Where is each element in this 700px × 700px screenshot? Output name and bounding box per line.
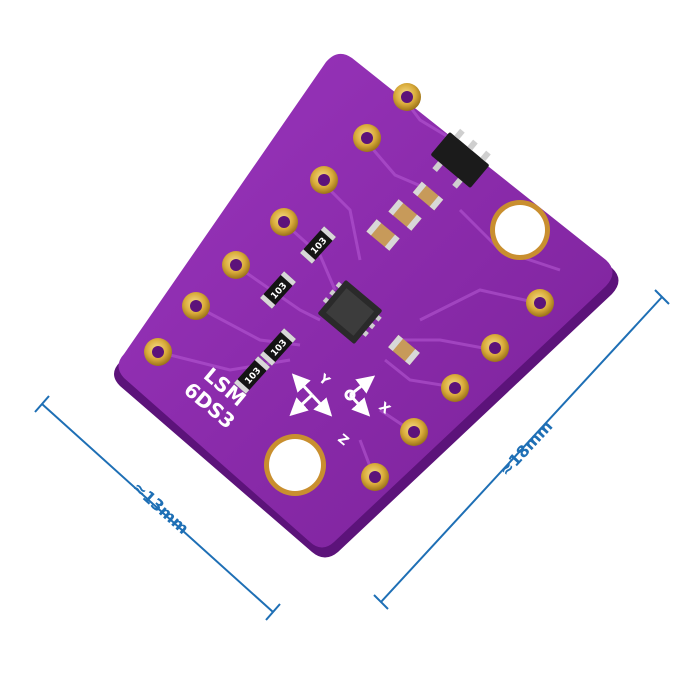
- pin-hole: [408, 426, 420, 438]
- right-pin-pads: [361, 289, 554, 491]
- pin-hole: [230, 259, 242, 271]
- height-dimension-line: [380, 296, 663, 603]
- pin-hole: [152, 346, 164, 358]
- height-dimension-tick-end: [654, 289, 670, 305]
- left-pin-pads: [144, 83, 421, 366]
- pin-hole: [318, 174, 330, 186]
- width-dimension-line: [41, 403, 274, 613]
- mounting-hole: [495, 205, 545, 255]
- width-dimension-tick-end: [265, 603, 281, 621]
- pin-hole: [369, 471, 381, 483]
- regulator-lead: [480, 150, 491, 162]
- voltage-regulator: [431, 128, 491, 189]
- pcb-board: 103 103 103 103: [114, 53, 619, 558]
- pin-hole: [449, 382, 461, 394]
- regulator-lead: [454, 128, 465, 140]
- height-dimension-label: ≈18mm: [495, 417, 556, 480]
- pin-hole: [489, 342, 501, 354]
- pin-hole: [190, 300, 202, 312]
- regulator-lead: [452, 177, 463, 189]
- capacitors: [366, 181, 444, 366]
- width-dimension-label: ≈13mm: [129, 478, 193, 538]
- regulator-body: [431, 132, 489, 188]
- regulator-lead: [467, 139, 478, 151]
- pin-hole: [361, 132, 373, 144]
- width-dimension-tick-start: [34, 395, 50, 413]
- capacitor: [366, 219, 400, 251]
- pin-hole: [534, 297, 546, 309]
- pcb-traces: [157, 99, 561, 478]
- mounting-hole: [269, 439, 321, 491]
- axis-arrows-left: [289, 373, 333, 417]
- pin-hole: [401, 91, 413, 103]
- height-dimension-tick-start: [373, 594, 389, 610]
- axis-arrows-right: [344, 375, 376, 417]
- pin-hole: [278, 216, 290, 228]
- sensor-chip: [318, 280, 382, 344]
- capacitor: [412, 181, 444, 211]
- capacitor: [388, 334, 420, 366]
- capacitor: [388, 199, 422, 231]
- regulator-lead: [432, 161, 443, 172]
